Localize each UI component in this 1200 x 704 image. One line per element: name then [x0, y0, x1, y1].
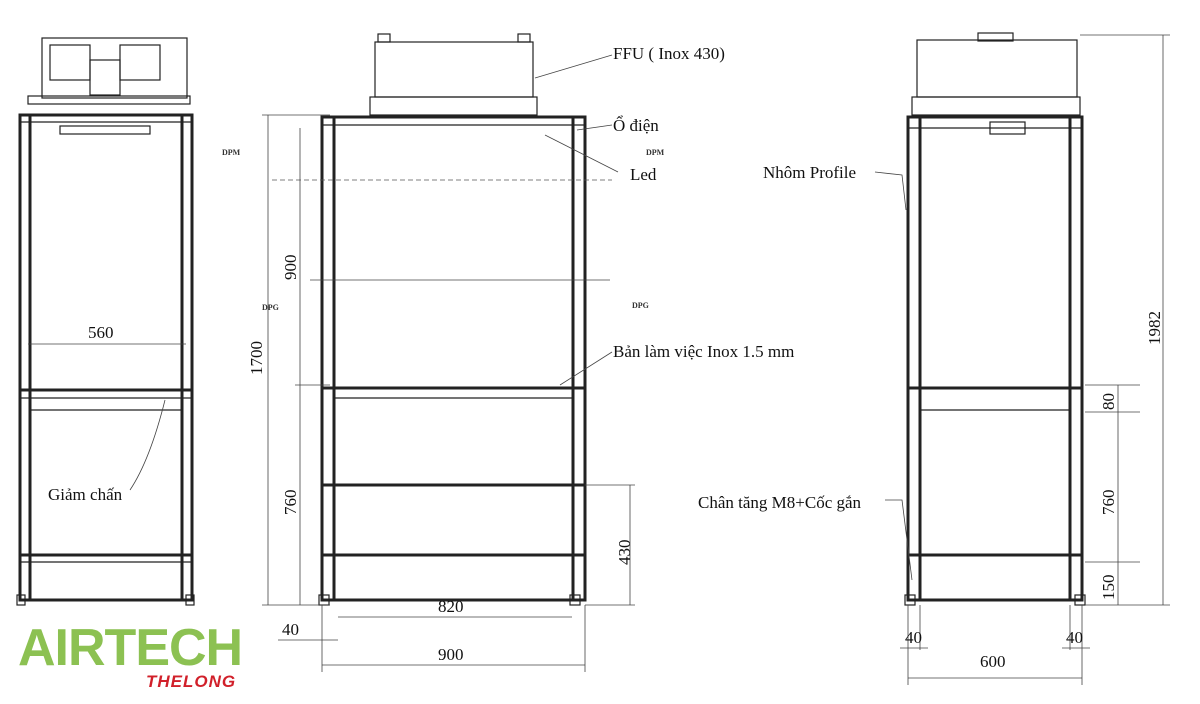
- ffu-unit: [41, 37, 188, 99]
- dim-820: 820: [438, 597, 464, 616]
- label-dpm-left: DPM: [222, 148, 241, 157]
- dim-40: 40: [282, 620, 299, 639]
- dim-430: 430: [615, 540, 634, 566]
- label-leg: Chân tăng M8+Cốc gắn: [698, 493, 862, 512]
- front-view: 1700 900 760 430 820 900 40 FFU ( Inox 4…: [247, 33, 794, 672]
- frame: [18, 113, 194, 602]
- label-ffu: FFU ( Inox 430): [613, 44, 725, 63]
- side-view-left: 560 Giảm chấn DPM DPG: [16, 37, 279, 606]
- dim-150: 150: [1099, 575, 1118, 601]
- dim-40-left: 40: [905, 628, 922, 647]
- dim-80: 80: [1099, 393, 1118, 410]
- label-dpm-right: DPM: [646, 148, 665, 157]
- dim-left-width: 560: [88, 323, 114, 342]
- label-worktop: Bản làm việc Inox 1.5 mm: [613, 342, 794, 361]
- dim-1700: 1700: [247, 341, 266, 375]
- logo-airtech: AIRTECH: [18, 619, 243, 677]
- ffu-unit: [916, 39, 1078, 98]
- label-led: Led: [630, 165, 657, 184]
- label-dpg-left: DPG: [262, 303, 279, 312]
- label-socket: Ổ điện: [613, 115, 659, 135]
- dim-760: 760: [281, 490, 300, 516]
- ffu-unit: [374, 41, 534, 98]
- logo-thelong: THELONG: [146, 672, 237, 691]
- dim-40-right: 40: [1066, 628, 1083, 647]
- dim-900-vertical: 900: [281, 255, 300, 281]
- label-profile: Nhôm Profile: [763, 163, 856, 182]
- dim-900-horizontal: 900: [438, 645, 464, 664]
- label-damper: Giảm chấn: [48, 485, 123, 504]
- side-view-right: 1982 80 760 150 600 40 40 Nhôm Profile C…: [698, 32, 1170, 685]
- dim-600: 600: [980, 652, 1006, 671]
- label-dpg-right: DPG: [632, 301, 649, 310]
- dim-760-right: 760: [1099, 490, 1118, 516]
- dim-1982: 1982: [1145, 311, 1164, 345]
